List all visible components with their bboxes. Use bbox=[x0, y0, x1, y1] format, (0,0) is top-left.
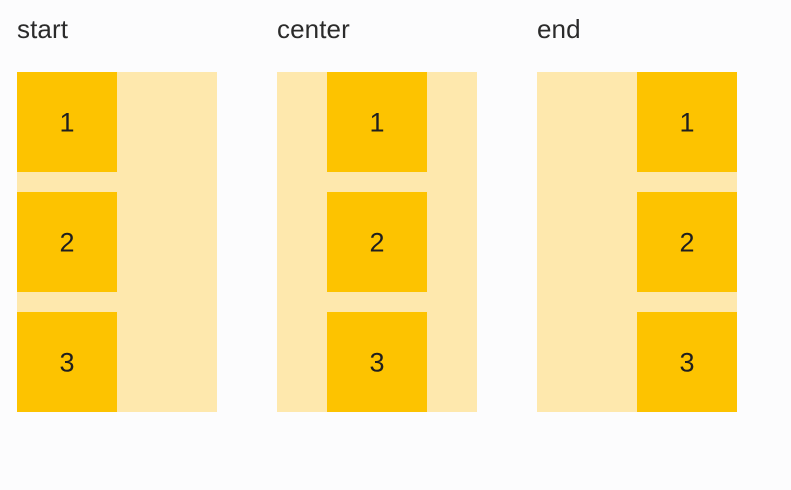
flex-item: 2 bbox=[327, 192, 427, 292]
flex-item-label: 1 bbox=[679, 107, 695, 138]
flex-item-label: 2 bbox=[369, 227, 385, 258]
flex-item: 3 bbox=[327, 312, 427, 412]
flex-item-label: 3 bbox=[369, 347, 385, 378]
column-label-start: start bbox=[17, 14, 69, 44]
flex-item-label: 3 bbox=[679, 347, 695, 378]
flex-item: 2 bbox=[637, 192, 737, 292]
flex-item: 3 bbox=[637, 312, 737, 412]
flex-container-end: 1 2 3 bbox=[537, 72, 737, 412]
flex-item-label: 3 bbox=[59, 347, 75, 378]
flex-item: 1 bbox=[327, 72, 427, 172]
flex-item: 1 bbox=[637, 72, 737, 172]
flex-item: 2 bbox=[17, 192, 117, 292]
flex-container-start: 1 2 3 bbox=[17, 72, 217, 412]
flex-item-label: 2 bbox=[679, 227, 695, 258]
column-label-center: center bbox=[277, 14, 350, 44]
column-label-end: end bbox=[537, 14, 581, 44]
flex-item: 1 bbox=[17, 72, 117, 172]
flex-item-label: 1 bbox=[369, 107, 385, 138]
flex-item: 3 bbox=[17, 312, 117, 412]
flex-item-label: 2 bbox=[59, 227, 75, 258]
flex-container-center: 1 2 3 bbox=[277, 72, 477, 412]
flex-item-label: 1 bbox=[59, 107, 75, 138]
